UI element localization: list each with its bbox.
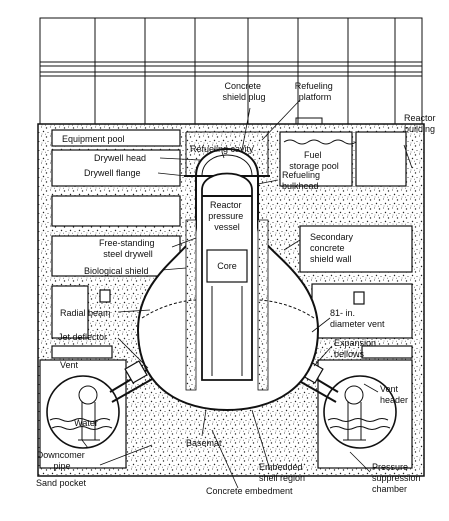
biological-shield <box>185 219 269 391</box>
label-vent-header: Vent header <box>380 384 408 405</box>
label-basemat: Basemat <box>186 438 222 448</box>
interior-rooms <box>51 129 413 359</box>
label-sand-pocket: Sand pocket <box>36 478 87 488</box>
label-refueling-bulkhead: Refueling bulkhead <box>282 170 323 191</box>
leader-lines <box>81 99 413 489</box>
label-drywell-head: Drywell head <box>94 153 146 163</box>
label-radial-beam: Radial beam <box>60 308 111 318</box>
label-concrete-embedment: Concrete embedment <box>206 486 293 496</box>
label-free-standing-steel-drywell: Free-standing steel drywell <box>99 238 157 259</box>
label-refueling-platform: Refueling platform <box>295 81 336 102</box>
pressure-suppression-chamber-right <box>317 359 413 469</box>
fuel-pool-water-lines <box>283 139 357 145</box>
refueling-cavity-walls <box>185 131 269 176</box>
radial-beams <box>141 299 315 319</box>
label-refueling-cavity: Refueling cavity <box>190 144 254 154</box>
label-pressure-suppression-chamber: Pressure suppression chamber <box>372 462 423 494</box>
label-reactor-building: Reactor building <box>404 113 438 134</box>
label-fuel-storage-pool: Fuel storage pool <box>289 150 339 171</box>
diagram-labels: Concrete shield plug Refueling platform … <box>36 81 438 496</box>
pressure-suppression-chamber-left <box>39 359 127 469</box>
label-water: Water <box>74 418 98 428</box>
label-core: Core <box>217 261 237 271</box>
label-drywell-flange: Drywell flange <box>84 168 141 178</box>
label-jet-deflector: Jet deflector <box>58 332 107 342</box>
reactor-pressure-vessel <box>201 172 253 381</box>
label-equipment-pool: Equipment pool <box>62 134 125 144</box>
label-diameter-vent: 81- in. diameter vent <box>330 308 385 329</box>
label-vent-left: Vent <box>60 360 79 370</box>
label-secondary-concrete-shield-wall: Secondary concrete shield wall <box>310 232 356 264</box>
label-concrete-shield-plug: Concrete shield plug <box>222 81 265 102</box>
label-expansion-bellows: Expansion bellows <box>334 338 379 359</box>
label-reactor-pressure-vessel: Reactor pressure vessel <box>208 200 246 232</box>
label-embedded-shell-region: Embedded shell region <box>259 462 305 483</box>
label-biological-shield: Biological shield <box>84 266 149 276</box>
label-downcomer-pipe: Downcomer pipe <box>37 450 88 471</box>
superstructure-frame <box>39 17 423 125</box>
